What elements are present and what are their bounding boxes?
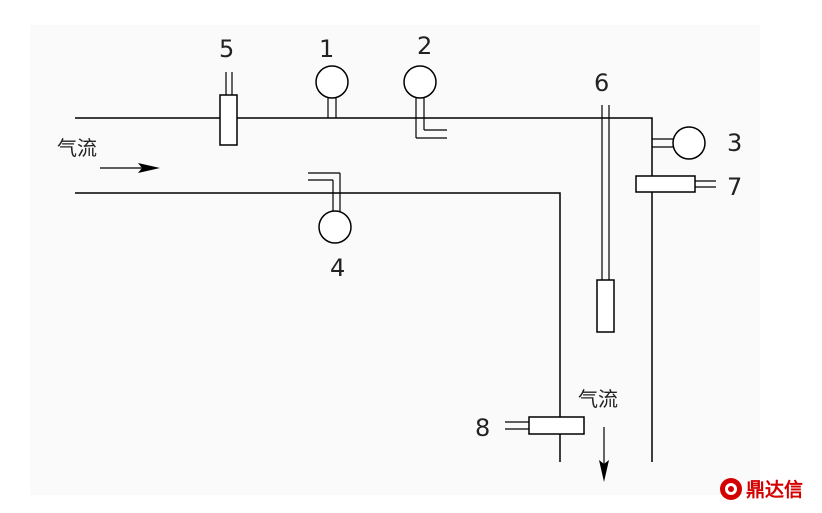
sensor-7 xyxy=(635,175,716,193)
label-6: 6 xyxy=(594,69,609,97)
gauge-2 xyxy=(403,65,447,139)
watermark-logo: 鼎达信 xyxy=(720,478,803,501)
airflow-label-down: 气流 xyxy=(578,387,618,411)
gauge-1 xyxy=(315,65,349,118)
label-1: 1 xyxy=(319,35,334,63)
duct-walls xyxy=(75,117,653,462)
label-3: 3 xyxy=(727,129,742,157)
duct-outer-wall xyxy=(75,117,653,462)
sensor-8 xyxy=(505,416,585,435)
airflow-label-left: 气流 xyxy=(57,136,97,160)
probe-6 xyxy=(596,105,615,333)
sensor-5 xyxy=(219,72,238,146)
airflow-arrow-down xyxy=(599,427,609,482)
label-8: 8 xyxy=(475,414,490,442)
gauge-4 xyxy=(308,172,352,244)
gauge-3 xyxy=(652,126,706,160)
duct-inner-wall xyxy=(75,192,561,462)
watermark-text: 鼎达信 xyxy=(746,478,803,501)
label-2: 2 xyxy=(417,32,432,60)
label-5: 5 xyxy=(219,35,234,63)
airflow-arrow-right xyxy=(100,163,160,173)
label-7: 7 xyxy=(727,173,742,201)
background-panel xyxy=(30,25,760,495)
label-4: 4 xyxy=(330,254,345,282)
